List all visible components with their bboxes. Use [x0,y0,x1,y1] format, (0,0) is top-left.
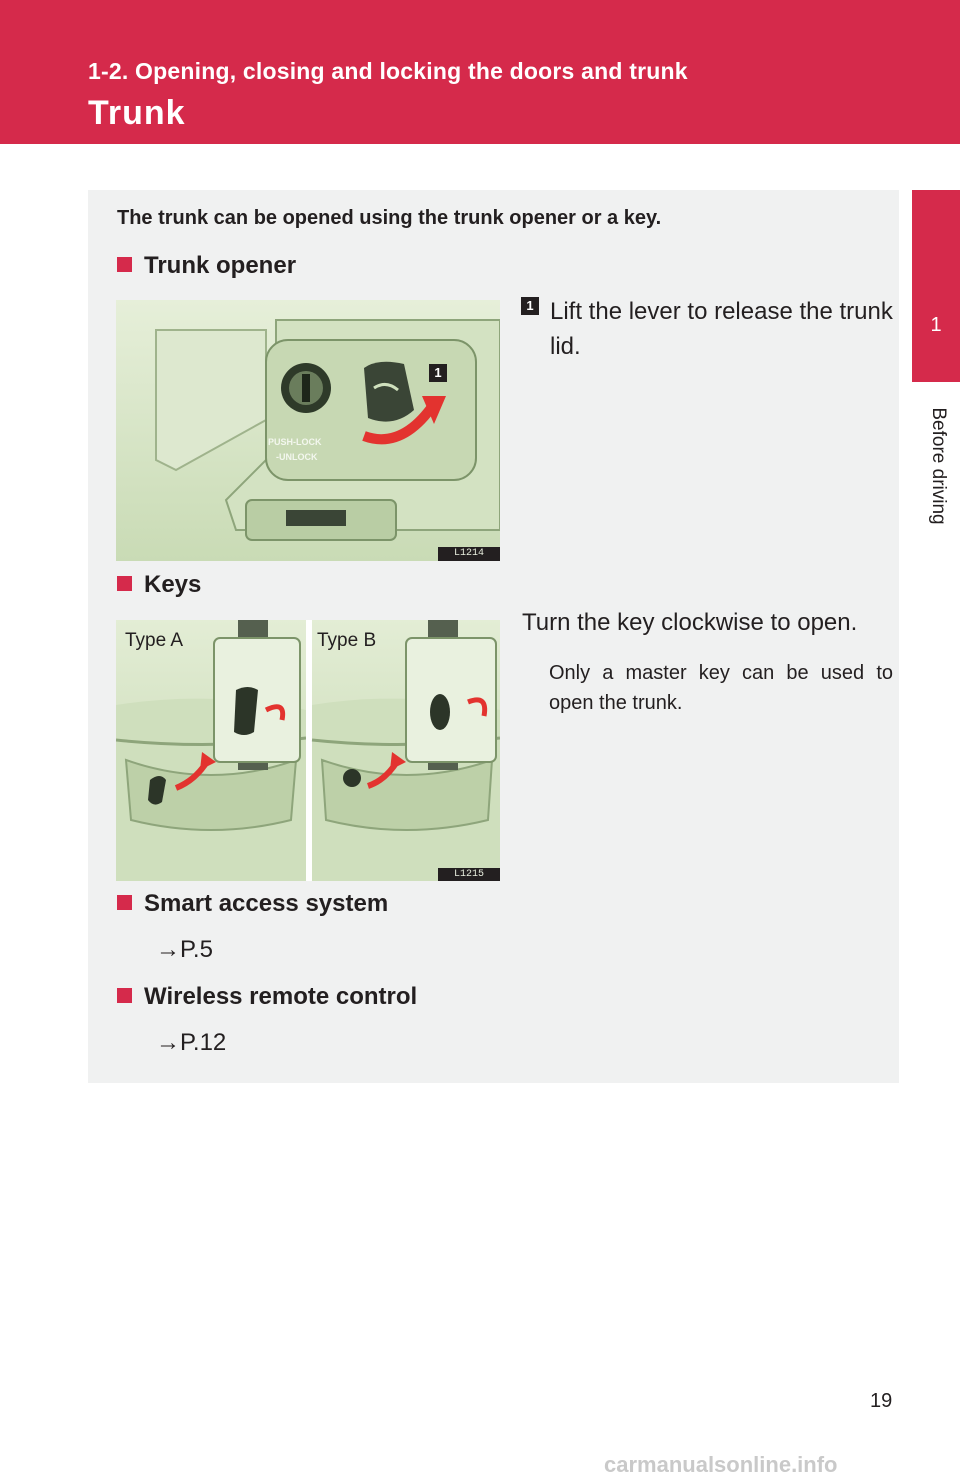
step-text: Lift the lever to release the trunk lid. [550,298,893,360]
page-reference-link[interactable]: →P.5 [156,936,213,963]
bullet-square-icon [117,257,132,272]
keys-note: Only a master key can be used to open th… [549,662,893,714]
page-title: Trunk [88,94,186,132]
section-heading-label: Trunk opener [144,252,297,279]
chapter-tab: 1 [912,190,960,382]
section-heading-smart-access: Smart access system [117,890,388,918]
bullet-square-icon [117,576,132,591]
section-heading-label: Keys [144,571,202,598]
keys-illustration: Type A Type B L1215 [116,620,500,881]
image-code: L1215 [438,868,500,881]
section-heading-wireless-remote: Wireless remote control [117,983,417,1011]
watermark: carmanualsonline.info [604,1452,838,1477]
bullet-square-icon [117,895,132,910]
lock-text-2: -UNLOCK [276,452,318,462]
breadcrumb: 1-2. Opening, closing and locking the do… [88,58,688,84]
section-heading-keys: Keys [117,571,201,599]
section-heading-label: Smart access system [144,890,389,917]
page-reference-link[interactable]: →P.12 [156,1029,227,1056]
keys-instruction: Turn the key clockwise to open. [522,609,858,636]
type-b-label: Type B [317,630,377,651]
trunk-opener-drawing: PUSH-LOCK -UNLOCK [116,300,500,561]
lock-text-1: PUSH-LOCK [268,437,322,447]
callout-badge: 1 [429,364,447,382]
section-heading-trunk-opener: Trunk opener [117,252,296,280]
image-code: L1214 [438,547,500,561]
type-a-label: Type A [125,630,184,651]
keys-drawing [116,620,500,881]
page-header: 1-2. Opening, closing and locking the do… [0,0,960,144]
step-badge: 1 [521,297,539,315]
section-heading-label: Wireless remote control [144,983,418,1010]
trunk-opener-illustration: PUSH-LOCK -UNLOCK 1 L1214 [116,300,500,561]
page-number: 19 [870,1390,893,1412]
chapter-label: Before driving [928,407,949,525]
bullet-square-icon [117,988,132,1003]
chapter-number: 1 [930,314,942,336]
intro-text: The trunk can be opened using the trunk … [117,207,662,229]
